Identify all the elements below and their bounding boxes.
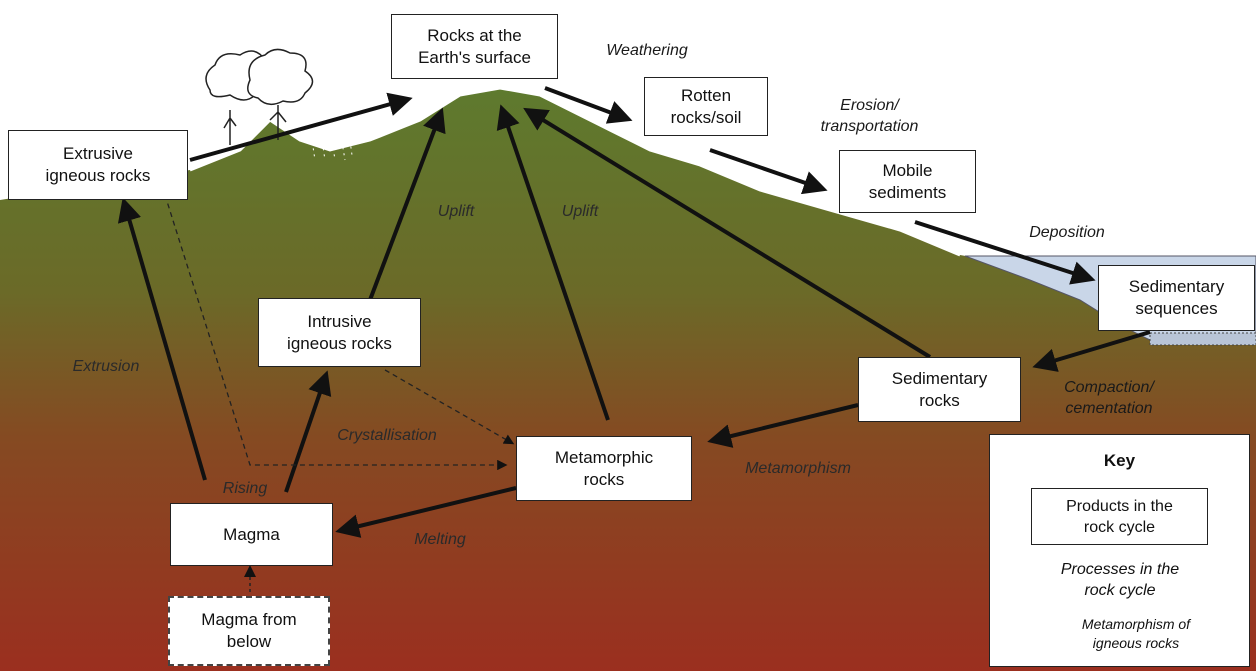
arrow-extrusive-to-surface — [189, 92, 413, 162]
label-rising: Rising — [222, 480, 268, 497]
label-metamorphism: Metamorphism — [745, 460, 851, 477]
sediment-layer — [1149, 332, 1256, 346]
arrow-uplift-intrusive — [368, 107, 446, 301]
box-magma-below: Magma from below — [168, 596, 330, 666]
surface-line — [189, 86, 961, 257]
arrow-extrusive-to-metamorphic — [164, 194, 508, 471]
box-sedimentary-sequences: Sedimentary sequences — [1098, 265, 1255, 331]
box-intrusive-igneous: Intrusive igneous rocks — [258, 298, 421, 367]
box-rotten-rocks: Rotten rocks/soil — [644, 77, 768, 136]
arrow-uplift-sedimentary — [523, 107, 932, 359]
legend-key: Key Products in the rock cycle Processes… — [989, 434, 1250, 667]
label-erosion: Erosion/ transportation — [820, 97, 919, 135]
key-products-box: Products in the rock cycle — [1031, 488, 1208, 545]
box-mobile-sediments: Mobile sediments — [839, 150, 976, 213]
label-weathering: Weathering — [606, 42, 688, 59]
box-metamorphic-rocks: Metamorphic rocks — [516, 436, 692, 501]
arrow-compaction — [1032, 330, 1151, 372]
key-processes-label: Processes in the rock cycle — [1060, 561, 1180, 599]
process-arrows — [117, 86, 1151, 538]
label-crystallisation: Crystallisation — [337, 427, 437, 444]
arrow-uplift-metamorphic — [496, 104, 610, 421]
label-deposition: Deposition — [1029, 224, 1105, 241]
arrow-weathering — [544, 86, 633, 124]
label-melting: Melting — [414, 531, 466, 548]
box-extrusive-igneous: Extrusive igneous rocks — [8, 130, 188, 200]
box-magma: Magma — [170, 503, 333, 566]
box-rocks-surface: Rocks at the Earth's surface — [391, 14, 558, 79]
arrow-rising — [284, 370, 332, 493]
arrow-intrusive-to-metamorphic — [384, 369, 515, 445]
dashed-arrows — [164, 194, 515, 471]
key-title: Key — [1103, 451, 1136, 470]
arrow-extrusion — [117, 197, 207, 481]
label-extrusion: Extrusion — [72, 358, 140, 375]
label-uplift-right: Uplift — [561, 203, 599, 220]
box-sedimentary-rocks: Sedimentary rocks — [858, 357, 1021, 422]
arrow-metamorphism — [707, 403, 859, 448]
label-uplift-left: Uplift — [437, 203, 475, 220]
label-compaction: Compaction/ cementation — [1064, 379, 1154, 417]
rain-icon — [304, 94, 353, 161]
arrow-erosion — [709, 148, 828, 195]
trees-icon — [205, 48, 314, 145]
arrow-deposition — [914, 220, 1096, 285]
arrow-melting — [335, 486, 517, 538]
key-metamorphism-igneous-label: Metamorphism of igneous rocks — [1081, 616, 1191, 651]
